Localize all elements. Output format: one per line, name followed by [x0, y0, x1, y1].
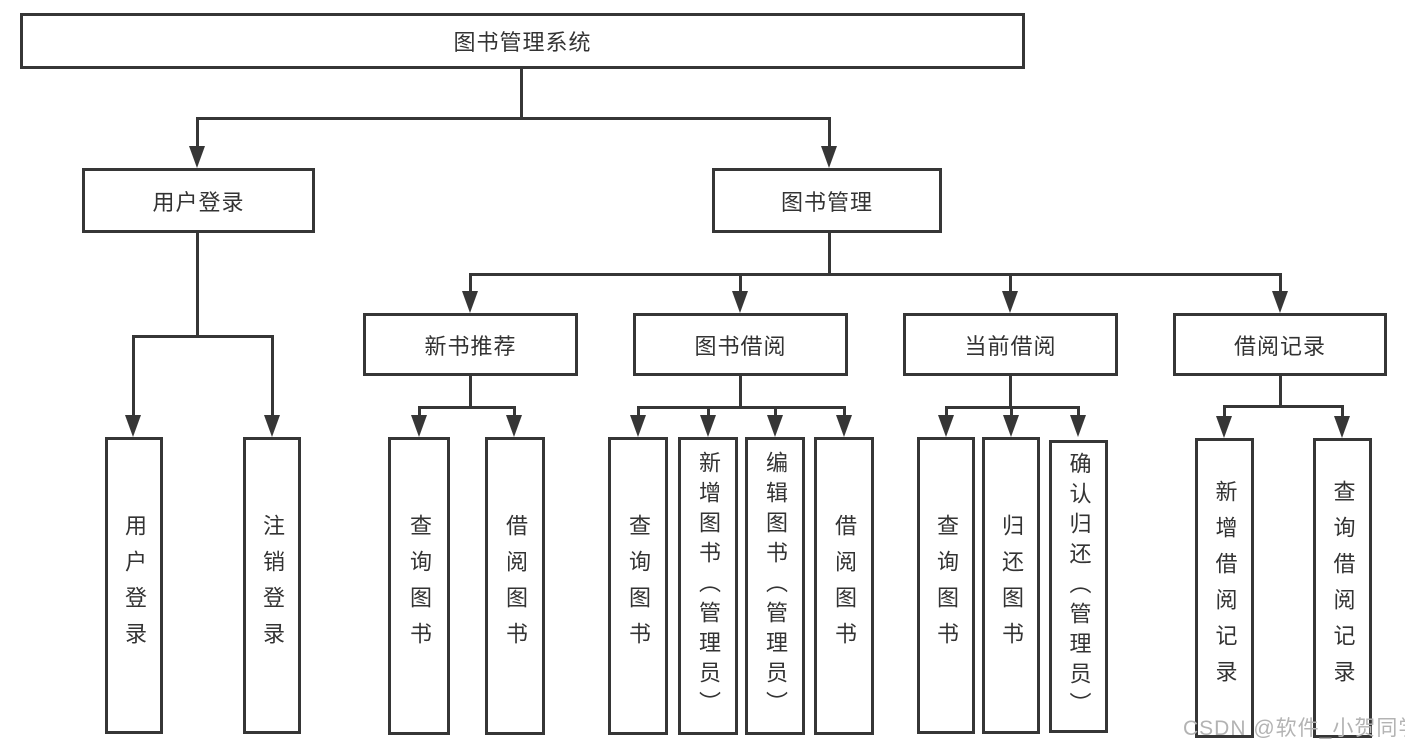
node-label: 当前借阅	[964, 333, 1057, 359]
leaf-label: 借阅图书	[832, 514, 857, 658]
connector-line	[739, 273, 742, 293]
node-new-book-recommend: 新书推荐	[363, 313, 578, 376]
arrow-down-icon	[630, 415, 646, 437]
leaf-logout: 注销登录	[243, 437, 301, 734]
leaf-nb-query-books: 查询图书	[388, 437, 450, 735]
connector-line	[520, 69, 523, 119]
leaf-cb-confirm-return-admin: 确认归还（管理员）	[1049, 440, 1108, 733]
connector-line	[1279, 273, 1282, 293]
node-label: 新书推荐	[424, 333, 517, 359]
leaf-label: 归还图书	[999, 513, 1024, 658]
leaf-label: 注销登录	[260, 513, 285, 658]
node-label: 图书借阅	[694, 333, 787, 359]
leaf-label: 查询借阅记录	[1330, 480, 1356, 696]
arrow-down-icon	[1334, 416, 1350, 438]
leaf-bb-borrow-books: 借阅图书	[814, 437, 874, 735]
leaf-label: 查询图书	[934, 513, 959, 658]
connector-line	[637, 406, 640, 417]
leaf-bb-edit-books-admin: 编辑图书（管理员）	[745, 437, 805, 735]
connector-line	[707, 406, 710, 417]
leaf-label: 借阅图书	[503, 514, 528, 658]
leaf-label: 查询图书	[407, 514, 432, 658]
leaf-label: 用户登录	[122, 513, 147, 658]
connector-line	[469, 273, 472, 293]
connector-line	[132, 335, 135, 417]
node-book-borrow: 图书借阅	[633, 313, 848, 376]
connector-line	[1077, 406, 1080, 417]
node-label: 图书管理	[780, 189, 873, 215]
connector-line	[469, 273, 1282, 276]
connector-line	[418, 406, 516, 409]
leaf-label: 新增图书（管理员）	[696, 451, 721, 721]
node-label: 借阅记录	[1233, 333, 1326, 359]
arrow-down-icon	[1272, 291, 1288, 313]
node-label: 用户登录	[152, 189, 245, 215]
connector-line	[1009, 376, 1012, 409]
node-borrow-records: 借阅记录	[1173, 313, 1387, 376]
leaf-cb-return-books: 归还图书	[982, 437, 1040, 734]
connector-line	[271, 335, 274, 417]
connector-line	[843, 406, 846, 417]
connector-line	[1341, 405, 1344, 417]
connector-line	[196, 233, 199, 338]
arrow-down-icon	[189, 146, 205, 168]
connector-line	[1223, 405, 1226, 417]
node-label: 图书管理系统	[453, 30, 592, 55]
leaf-nb-borrow-books: 借阅图书	[485, 437, 545, 735]
csdn-watermark: CSDN @软件_小贺同学	[1183, 717, 1405, 740]
node-current-borrow: 当前借阅	[903, 313, 1118, 376]
connector-line	[196, 117, 199, 148]
leaf-label: 新增借阅记录	[1212, 480, 1238, 696]
arrow-down-icon	[767, 415, 783, 437]
arrow-down-icon	[732, 291, 748, 313]
arrow-down-icon	[264, 415, 280, 437]
node-book-management: 图书管理	[712, 168, 942, 233]
arrow-down-icon	[836, 415, 852, 437]
connector-line	[739, 376, 742, 409]
leaf-bb-add-books-admin: 新增图书（管理员）	[678, 437, 738, 735]
leaf-user-login: 用户登录	[105, 437, 163, 734]
connector-line	[828, 233, 831, 276]
connector-line	[828, 117, 831, 148]
connector-line	[196, 117, 830, 120]
leaf-label: 查询图书	[626, 514, 651, 658]
connector-line	[945, 406, 948, 417]
arrow-down-icon	[821, 146, 837, 168]
connector-line	[469, 376, 472, 409]
connector-line	[1010, 406, 1013, 417]
connector-line	[774, 406, 777, 417]
connector-line	[418, 406, 421, 417]
arrow-down-icon	[938, 415, 954, 437]
connector-line	[637, 406, 845, 409]
arrow-down-icon	[700, 415, 716, 437]
leaf-br-add-record: 新增借阅记录	[1195, 438, 1254, 738]
leaf-br-query-record: 查询借阅记录	[1313, 438, 1372, 738]
leaf-label: 确认归还（管理员）	[1066, 451, 1092, 722]
connector-line	[1009, 273, 1012, 293]
leaf-cb-query-books: 查询图书	[917, 437, 975, 734]
arrow-down-icon	[1216, 416, 1232, 438]
connector-line	[513, 406, 516, 417]
node-user-login: 用户登录	[82, 168, 315, 233]
connector-line	[1223, 405, 1343, 408]
arrow-down-icon	[125, 415, 141, 437]
arrow-down-icon	[506, 415, 522, 437]
connector-line	[1279, 376, 1282, 408]
node-root-library-system: 图书管理系统	[20, 13, 1025, 69]
leaf-label: 编辑图书（管理员）	[763, 451, 788, 721]
arrow-down-icon	[1070, 415, 1086, 437]
connector-line	[132, 335, 274, 338]
arrow-down-icon	[462, 291, 478, 313]
arrow-down-icon	[411, 415, 427, 437]
leaf-bb-query-books: 查询图书	[608, 437, 668, 735]
arrow-down-icon	[1003, 415, 1019, 437]
arrow-down-icon	[1002, 291, 1018, 313]
